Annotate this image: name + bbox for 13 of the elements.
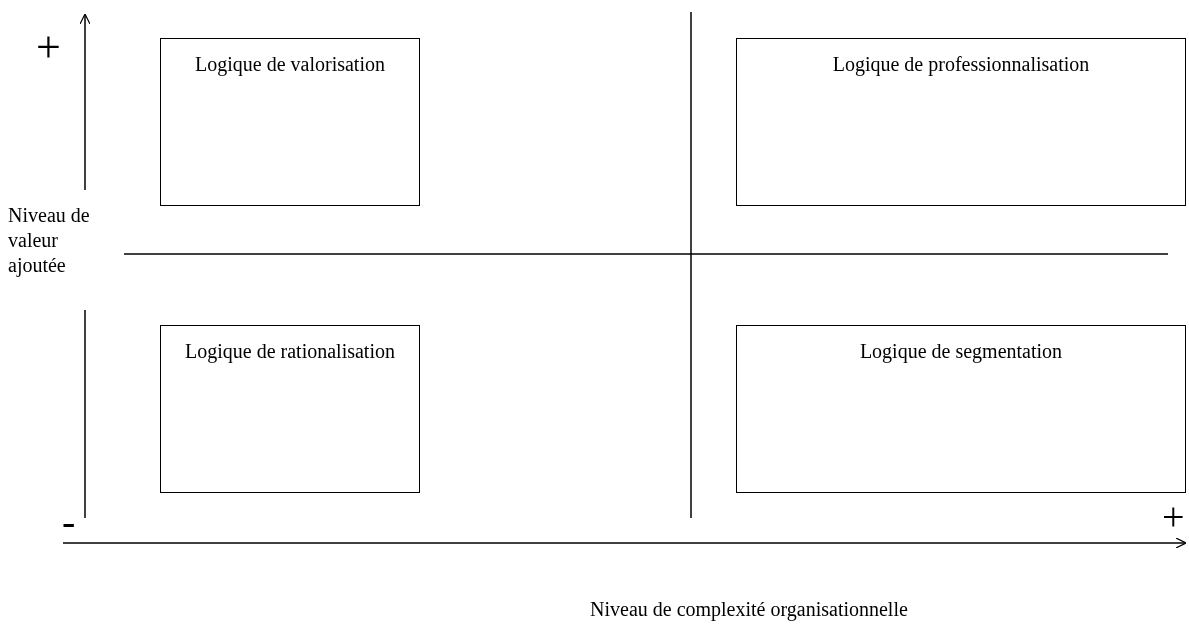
plus-sign: + bbox=[36, 22, 61, 74]
minus-sign: - bbox=[62, 498, 76, 546]
quadrant-box bbox=[736, 38, 1186, 206]
quadrant-box bbox=[160, 325, 420, 493]
quadrant-title: Logique de segmentation bbox=[859, 340, 1063, 363]
plus-sign: + bbox=[1162, 493, 1185, 541]
quadrant-title: Logique de professionnalisation bbox=[832, 53, 1090, 76]
quadrant-box bbox=[160, 38, 420, 206]
quadrant-title: Logique de rationalisation bbox=[185, 340, 395, 363]
axis-title: Niveau de valeur ajoutée bbox=[8, 203, 91, 278]
axis-title: Niveau de complexité organisationnelle bbox=[590, 597, 908, 622]
quadrant-box bbox=[736, 325, 1186, 493]
quadrant-title: Logique de valorisation bbox=[195, 53, 385, 76]
